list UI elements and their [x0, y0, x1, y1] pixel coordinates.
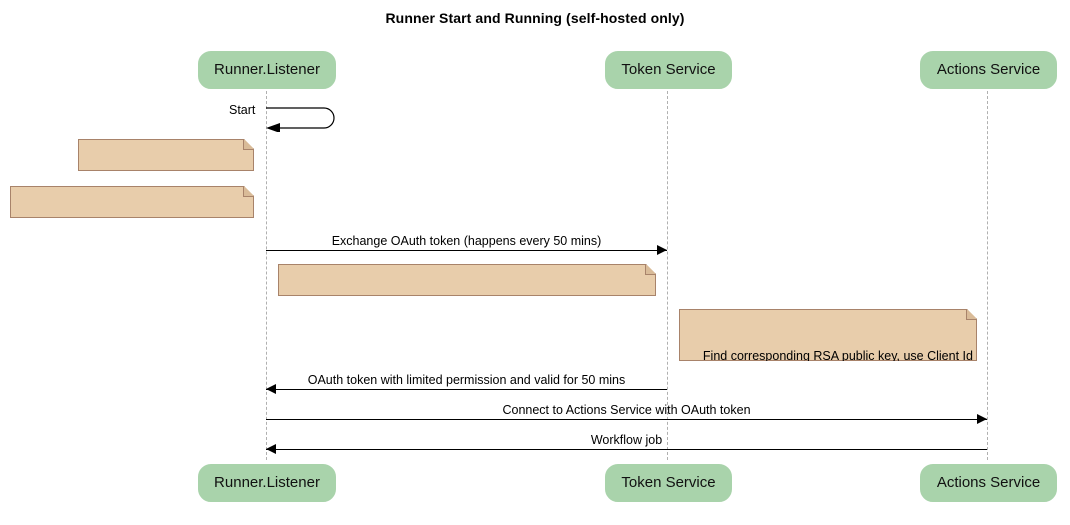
participant-label: Token Service — [621, 474, 716, 491]
note-load-config-info: Load config info from .runner — [78, 139, 254, 171]
message-line-workflow-job[interactable] — [266, 449, 987, 450]
participant-label: Actions Service — [936, 61, 1041, 78]
note-verify-jwt-token: Find corresponding RSA public key, use C… — [679, 309, 977, 361]
message-arrowhead-workflow-job — [266, 444, 276, 454]
participant-runner-listener-top[interactable]: Runner.Listener — [198, 51, 336, 89]
participant-label: Actions Service — [936, 474, 1041, 491]
message-label-start: Start — [229, 103, 256, 117]
participant-token-service-bottom[interactable]: Token Service — [605, 464, 732, 502]
message-line-exchange-oauth-token[interactable] — [266, 250, 667, 251]
message-label-exchange-oauth-token: Exchange OAuth token (happens every 50 m… — [331, 234, 602, 248]
note-text: Construct JWT token, use Client Id signe… — [301, 304, 645, 318]
message-label-workflow-job: Workflow job — [590, 433, 663, 447]
note-load-token-registration: Load token registration from .credential… — [10, 186, 254, 218]
message-line-connect-to-actions-service[interactable] — [266, 419, 987, 420]
lifeline-token-service — [667, 86, 668, 460]
message-arrowhead-connect-to-actions-service — [977, 414, 987, 424]
participant-label: Runner.Listener — [214, 474, 320, 491]
participant-token-service-top[interactable]: Token Service — [605, 51, 732, 89]
message-label-oauth-token-reply: OAuth token with limited permission and … — [307, 373, 626, 387]
lifeline-runner-listener — [266, 86, 267, 460]
message-self-loop-start[interactable] — [266, 104, 342, 132]
note-text: Find corresponding RSA public key, use C… — [689, 349, 973, 379]
participant-actions-service-top[interactable]: Actions Service — [920, 51, 1057, 89]
note-text: Load token registration from .credential… — [33, 226, 257, 240]
message-line-oauth-token-reply[interactable] — [266, 389, 667, 390]
note-fold-icon — [966, 310, 976, 320]
lifeline-actions-service — [987, 86, 988, 460]
participant-runner-listener-bottom[interactable]: Runner.Listener — [198, 464, 336, 502]
note-fold-icon — [243, 187, 253, 197]
participant-label: Runner.Listener — [214, 61, 320, 78]
participant-actions-service-bottom[interactable]: Actions Service — [920, 464, 1057, 502]
note-fold-icon — [645, 265, 655, 275]
note-fold-icon — [243, 140, 253, 150]
participant-label: Token Service — [621, 61, 716, 78]
diagram-title: Runner Start and Running (self-hosted on… — [385, 10, 685, 26]
message-arrowhead-exchange-oauth-token — [657, 245, 667, 255]
message-arrowhead-oauth-token-reply — [266, 384, 276, 394]
message-label-connect-to-actions-service: Connect to Actions Service with OAuth to… — [502, 403, 751, 417]
note-construct-jwt-token: Construct JWT token, use Client Id signe… — [278, 264, 656, 296]
